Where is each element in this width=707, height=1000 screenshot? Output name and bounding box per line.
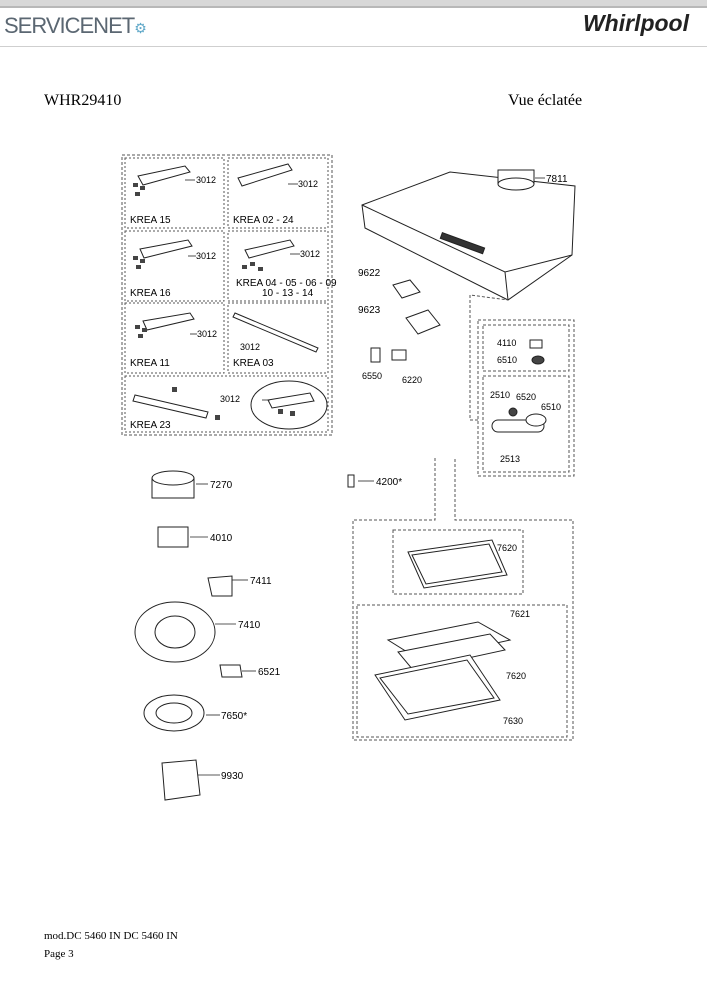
krea-15-part-label: 3012 [196, 175, 216, 185]
krea-15-panel [137, 165, 191, 186]
krea-04-label-2: 10 - 13 - 14 [262, 288, 314, 299]
krea-11-panel [142, 312, 195, 331]
label-6550: 6550 [362, 371, 382, 381]
part-4200 [347, 474, 355, 488]
krea-04-part-label: 3012 [300, 249, 320, 259]
part-6550 [370, 347, 381, 363]
part-9623 [405, 309, 441, 335]
krea-kit-group [121, 154, 333, 436]
part-7410 [134, 601, 216, 663]
krea-11-box [124, 302, 225, 374]
label-6520: 6520 [516, 392, 536, 402]
label-9930: 9930 [221, 771, 244, 782]
label-6521: 6521 [258, 667, 281, 678]
duct-collar [497, 169, 535, 191]
label-6510-a: 6510 [497, 355, 517, 365]
label-7620-b: 7620 [506, 671, 526, 681]
part-9930 [161, 759, 201, 801]
krea-23-detail-panel [267, 392, 315, 409]
part-7650 [143, 694, 205, 732]
part-4110 [529, 339, 543, 349]
label-4110: 4110 [497, 338, 516, 348]
label-7811: 7811 [546, 174, 568, 185]
label-7411: 7411 [250, 576, 272, 587]
krea-03-box [227, 302, 329, 374]
krea-04-panel [244, 239, 295, 259]
label-6220: 6220 [402, 375, 422, 385]
krea-23-box [124, 375, 329, 433]
label-9623: 9623 [358, 305, 381, 316]
krea-03-panel [232, 312, 319, 353]
label-9622: 9622 [358, 268, 381, 279]
label-7650: 7650* [221, 711, 247, 722]
krea-23-part-label: 3012 [220, 394, 240, 404]
part-4010 [157, 526, 189, 548]
krea-04-box [227, 230, 329, 302]
view-title: Vue éclatée [508, 92, 583, 109]
krea-02-panel [237, 163, 293, 187]
part-9622 [392, 279, 421, 299]
krea-03-part-label: 3012 [240, 342, 260, 352]
label-4200: 4200* [376, 477, 402, 488]
top-bar [0, 0, 707, 8]
krea-02-part-label: 3012 [298, 179, 318, 189]
part-6510-a [531, 355, 545, 365]
part-6520 [508, 407, 518, 417]
part-6220 [391, 349, 407, 361]
part-7411 [207, 575, 233, 597]
whirlpool-logo: Whirlpool [582, 10, 689, 36]
label-2510: 2510 [490, 390, 510, 400]
label-7270: 7270 [210, 480, 233, 491]
krea-11-label: KREA 11 [130, 358, 170, 369]
krea-15-label: KREA 15 [130, 215, 171, 226]
part-6521 [219, 664, 243, 678]
krea-23-detail [250, 380, 328, 430]
krea-23-label: KREA 23 [130, 420, 171, 431]
servicenet-logo-text: SERVICENET [4, 13, 135, 38]
krea-16-box [124, 230, 225, 302]
krea-16-panel [139, 239, 193, 259]
servicenet-logo: SERVICENET⚙ [4, 13, 147, 38]
label-7621: 7621 [510, 609, 530, 619]
filters [374, 539, 512, 721]
krea-11-part-label: 3012 [197, 329, 217, 339]
label-6510-b: 6510 [541, 402, 561, 412]
header-rule [0, 46, 707, 47]
model-number: WHR29410 [44, 92, 122, 109]
krea-16-label: KREA 16 [130, 288, 171, 299]
part-7270-top [151, 470, 195, 486]
krea-23-panel [132, 394, 209, 419]
label-2513: 2513 [500, 454, 520, 464]
hood-body [361, 171, 576, 301]
krea-02-label: KREA 02 - 24 [233, 215, 294, 226]
label-7410: 7410 [238, 620, 261, 631]
label-7630: 7630 [503, 716, 523, 726]
footer-page: Page 3 [44, 948, 74, 960]
krea-15-box [124, 157, 225, 229]
footer-model: mod.DC 5460 IN DC 5460 IN [44, 930, 178, 942]
krea-16-part-label: 3012 [196, 251, 216, 261]
krea-04-label: KREA 04 - 05 - 06 - 09 [236, 278, 337, 289]
krea-03-label: KREA 03 [233, 358, 274, 369]
part-6510-b [525, 413, 547, 427]
label-4010: 4010 [210, 533, 233, 544]
label-7620-a: 7620 [497, 543, 517, 553]
krea-02-24-box [227, 157, 329, 229]
